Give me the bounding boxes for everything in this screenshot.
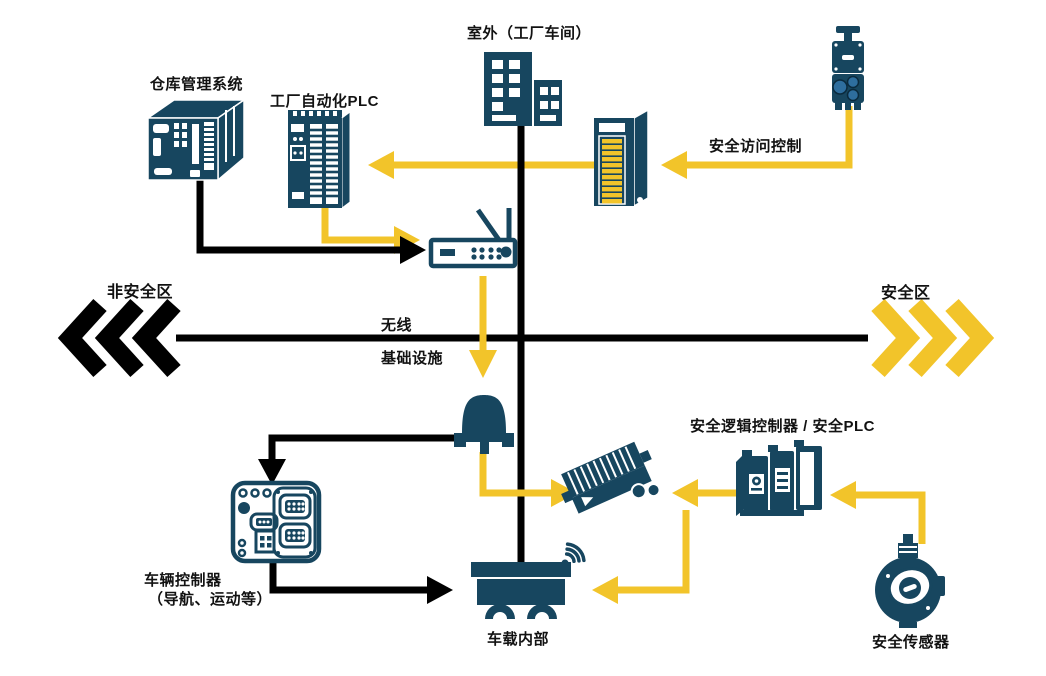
arrow-access-to-gateway (661, 106, 853, 179)
safety-sensor-icon (872, 534, 948, 630)
factory-building-icon (482, 50, 564, 128)
label-outdoor-factory: 室外（工厂车间） (466, 25, 592, 42)
factory-plc-icon (286, 108, 352, 214)
safety-plc-icon (734, 438, 826, 520)
arrow-vehicle-controller-to-agv (269, 558, 453, 604)
network-gateway-icon (592, 108, 652, 216)
safe-zone-chevrons (871, 298, 995, 378)
arrow-router-to-ap (469, 276, 497, 378)
onboard-control-unit-icon (561, 434, 674, 534)
arrow-wms-to-router (196, 180, 426, 264)
arrow-safetyplc-to-onboard-unit (672, 479, 737, 507)
label-safe-zone: 安全区 (881, 285, 931, 302)
label-wireless-line2: 基础设施 (381, 350, 444, 367)
label-vehicle-controller-2: （导航、运动等） (148, 591, 273, 608)
wifi-signal-icon (556, 534, 598, 570)
arrow-gateway-to-plc (368, 151, 600, 179)
label-safety-logic-plc: 安全逻辑控制器 / 安全PLC (690, 418, 876, 435)
label-safety-sensor: 安全传感器 (872, 634, 950, 651)
label-onboard: 车载内部 (487, 631, 550, 648)
wireless-router-icon (428, 206, 518, 272)
label-safety-access: 安全访问控制 (709, 138, 803, 155)
label-factory-plc: 工厂自动化PLC (270, 93, 380, 110)
arrow-ap-to-vehicle-controller (258, 434, 456, 485)
label-wireless-line1: 无线 (381, 317, 413, 334)
label-vehicle-controller-1: 车辆控制器 (144, 572, 222, 589)
non-safe-zone-chevrons (57, 298, 181, 378)
wireless-access-point-icon (450, 389, 518, 455)
safety-access-device-icon (826, 26, 870, 112)
vehicle-controller-icon (230, 480, 323, 565)
label-wms: 仓库管理系统 (150, 76, 244, 93)
wms-computer-icon (145, 96, 248, 184)
agv-cart-icon (470, 560, 572, 622)
arrow-sensor-to-safetyplc (830, 481, 926, 544)
arrow-onboard-unit-to-agv (592, 510, 690, 604)
label-non-safe-zone: 非安全区 (107, 284, 174, 301)
